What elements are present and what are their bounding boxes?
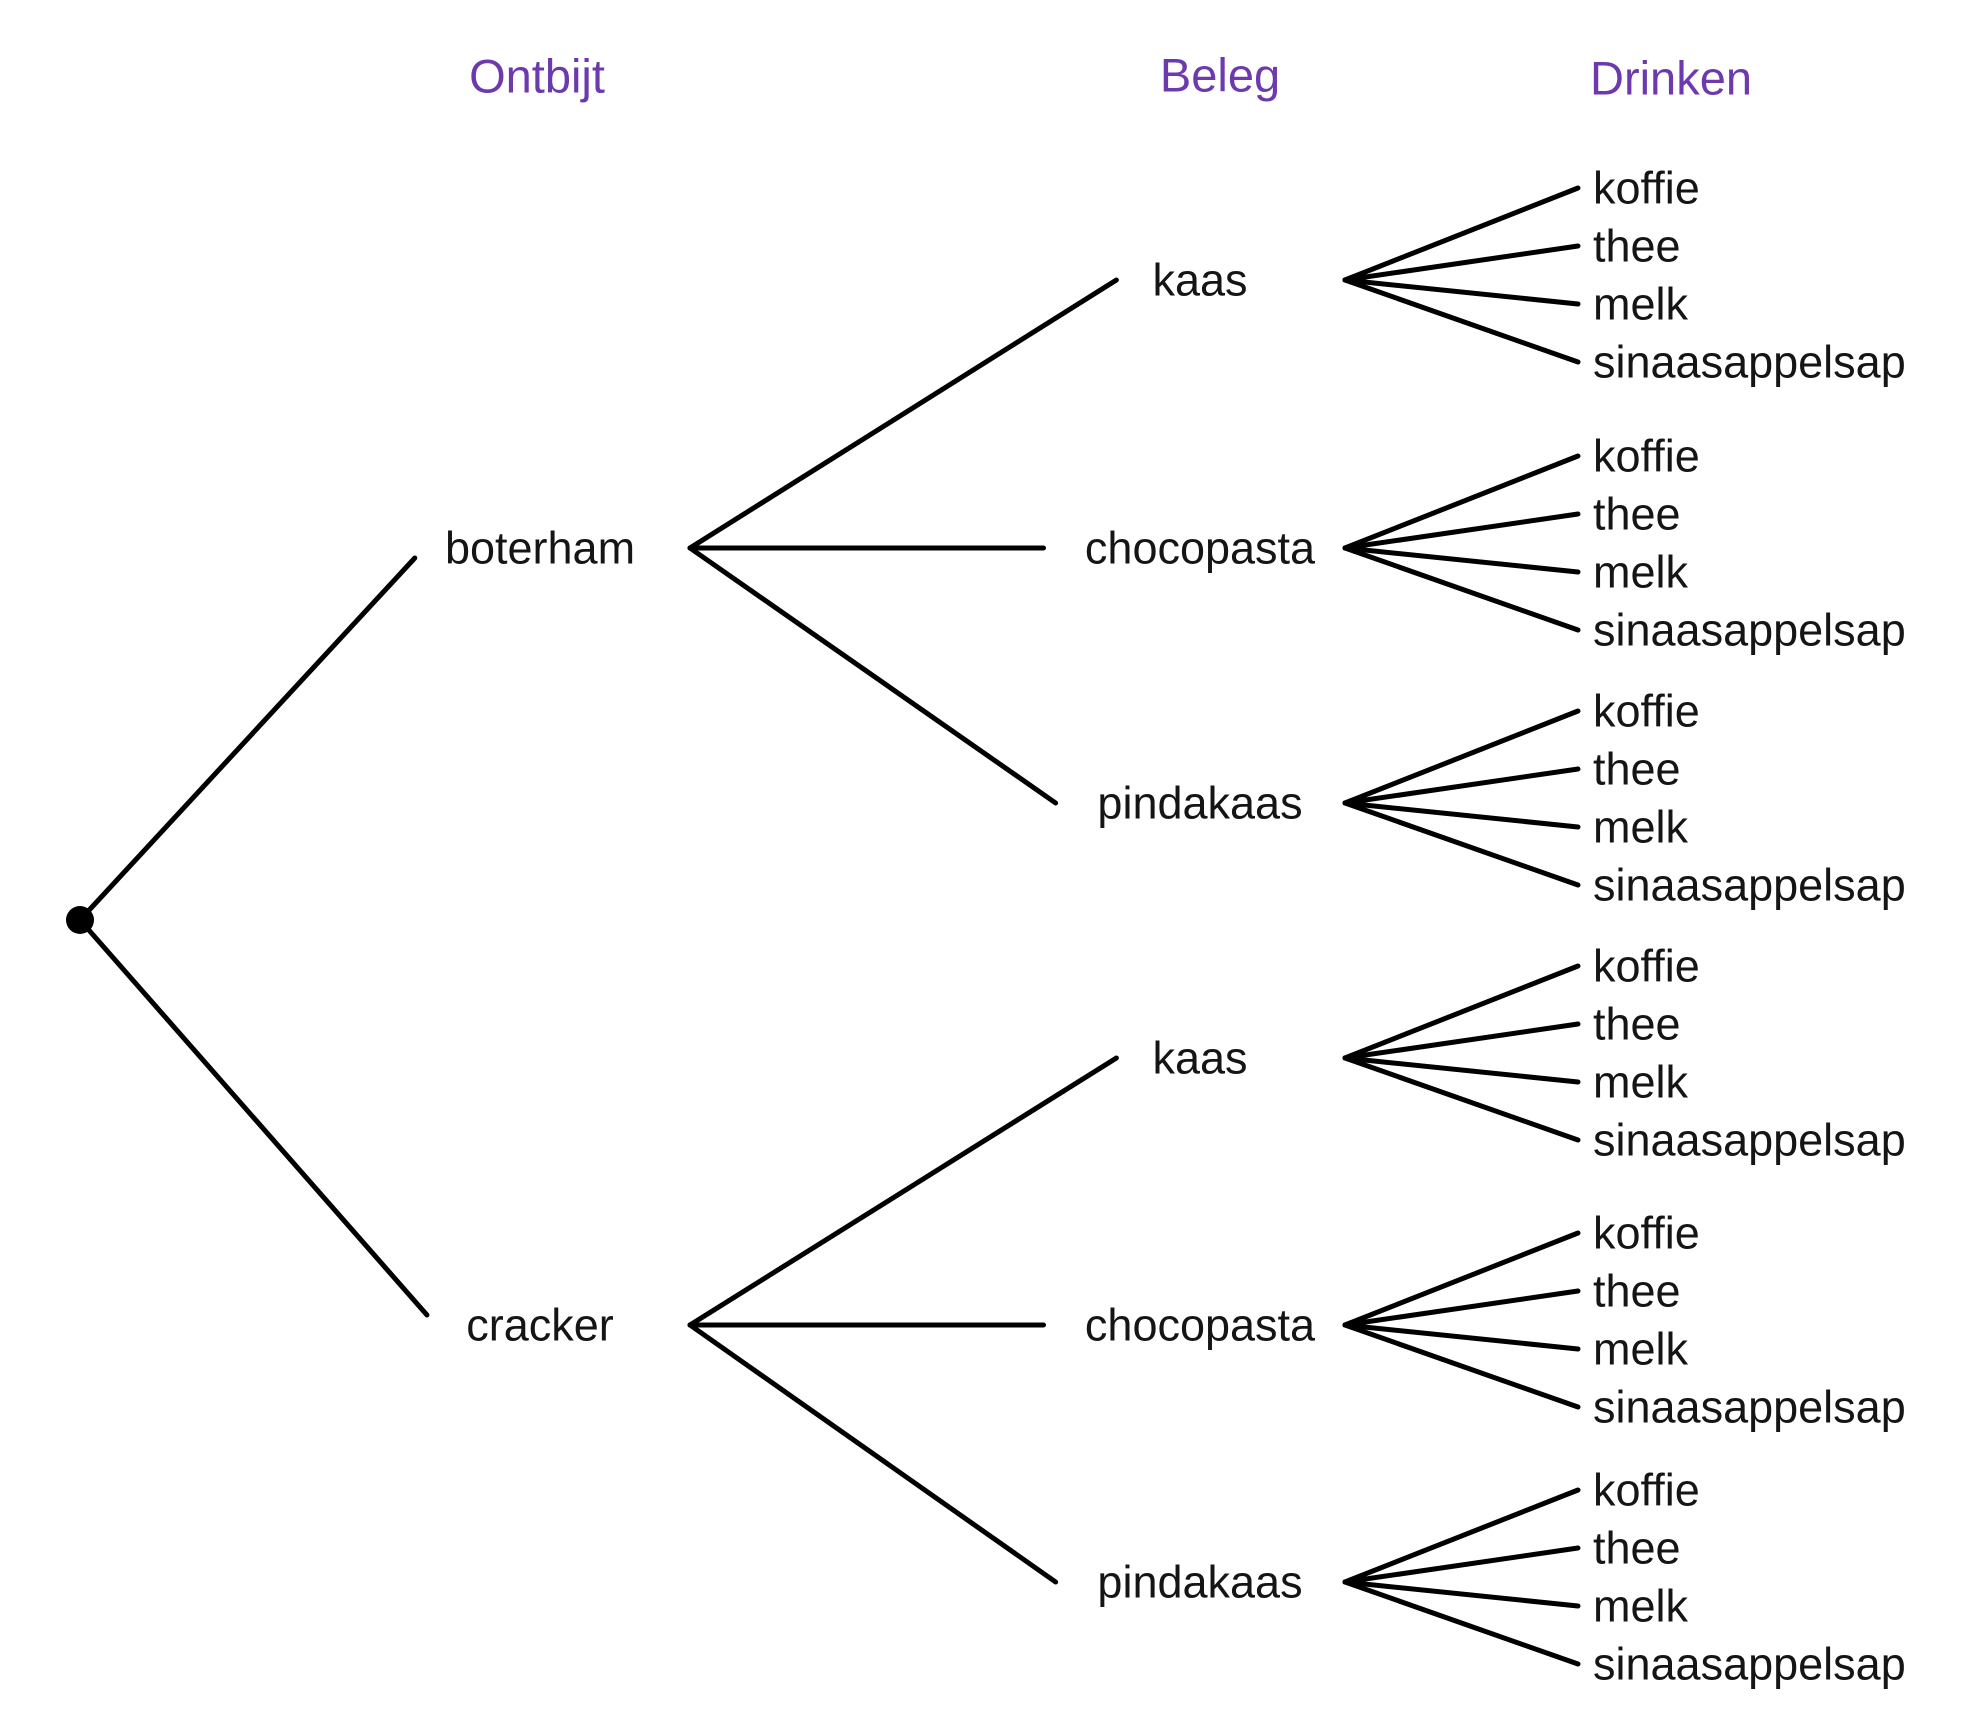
drink-option-melk: melk	[1593, 278, 1689, 330]
edge-chocopasta-sinaasappelsap	[1342, 1322, 1581, 1410]
drink-option-sinaasappelsap: sinaasappelsap	[1593, 1381, 1906, 1433]
edge-cracker-kaas	[687, 1055, 1119, 1328]
edge-boterham-pindakaas	[687, 545, 1059, 806]
drink-option-thee: thee	[1593, 743, 1681, 795]
edge-root-cracker	[77, 917, 430, 1318]
edge-chocopasta-melk	[1342, 545, 1581, 575]
edge-chocopasta-thee	[1342, 511, 1581, 551]
edge-kaas-sinaasappelsap	[1342, 1055, 1581, 1143]
edge-pindakaas-sinaasappelsap	[1342, 800, 1581, 888]
edge-kaas-melk	[1342, 277, 1581, 307]
drink-option-thee: thee	[1593, 1265, 1681, 1317]
drink-option-koffie: koffie	[1593, 940, 1700, 992]
drink-option-koffie: koffie	[1593, 1464, 1700, 1516]
column-header-beleg: Beleg	[1159, 48, 1281, 102]
edge-chocopasta-koffie	[1342, 1230, 1581, 1328]
edge-pindakaas-thee	[1342, 1545, 1581, 1585]
drink-option-sinaasappelsap: sinaasappelsap	[1593, 604, 1906, 656]
drink-option-thee: thee	[1593, 998, 1681, 1050]
edge-pindakaas-melk	[1342, 800, 1581, 830]
drink-option-koffie: koffie	[1593, 430, 1700, 482]
edge-kaas-thee	[1342, 243, 1581, 283]
breakfast-option-cracker: cracker	[466, 1299, 614, 1351]
edge-pindakaas-thee	[1342, 766, 1581, 806]
edge-pindakaas-koffie	[1342, 1487, 1581, 1585]
topping-option-kaas: kaas	[1152, 1032, 1248, 1084]
drink-option-melk: melk	[1593, 1056, 1689, 1108]
edge-boterham-kaas	[687, 277, 1119, 551]
edge-cracker-pindakaas	[687, 1322, 1059, 1585]
topping-option-pindakaas: pindakaas	[1097, 777, 1303, 829]
edge-kaas-koffie	[1342, 185, 1581, 283]
drink-option-melk: melk	[1593, 546, 1689, 598]
edge-pindakaas-melk	[1342, 1579, 1581, 1609]
drink-option-melk: melk	[1593, 801, 1689, 853]
topping-option-kaas: kaas	[1152, 254, 1248, 306]
topping-option-pindakaas: pindakaas	[1097, 1556, 1303, 1608]
column-header-ontbijt: Ontbijt	[469, 49, 605, 103]
edge-kaas-sinaasappelsap	[1342, 277, 1581, 365]
edge-chocopasta-koffie	[1342, 453, 1581, 551]
edge-kaas-koffie	[1342, 963, 1581, 1061]
column-header-drinken: Drinken	[1590, 51, 1752, 105]
edge-kaas-thee	[1342, 1021, 1581, 1061]
drink-option-thee: thee	[1593, 488, 1681, 540]
breakfast-option-boterham: boterham	[444, 522, 636, 574]
topping-option-chocopasta: chocopasta	[1084, 1299, 1316, 1351]
drink-option-koffie: koffie	[1593, 685, 1700, 737]
edge-chocopasta-sinaasappelsap	[1342, 545, 1581, 633]
edge-pindakaas-koffie	[1342, 708, 1581, 806]
edge-pindakaas-sinaasappelsap	[1342, 1579, 1581, 1667]
drink-option-sinaasappelsap: sinaasappelsap	[1593, 336, 1906, 388]
drink-option-melk: melk	[1593, 1580, 1689, 1632]
drink-option-thee: thee	[1593, 220, 1681, 272]
drink-option-melk: melk	[1593, 1323, 1689, 1375]
topping-option-chocopasta: chocopasta	[1084, 522, 1316, 574]
drink-option-sinaasappelsap: sinaasappelsap	[1593, 1638, 1906, 1690]
drink-option-thee: thee	[1593, 1522, 1681, 1574]
drink-option-koffie: koffie	[1593, 162, 1700, 214]
edge-kaas-melk	[1342, 1055, 1581, 1085]
drink-option-koffie: koffie	[1593, 1207, 1700, 1259]
edge-chocopasta-melk	[1342, 1322, 1581, 1352]
drink-option-sinaasappelsap: sinaasappelsap	[1593, 859, 1906, 911]
drink-option-sinaasappelsap: sinaasappelsap	[1593, 1114, 1906, 1166]
edge-chocopasta-thee	[1342, 1288, 1581, 1328]
edge-root-boterham	[77, 555, 418, 923]
